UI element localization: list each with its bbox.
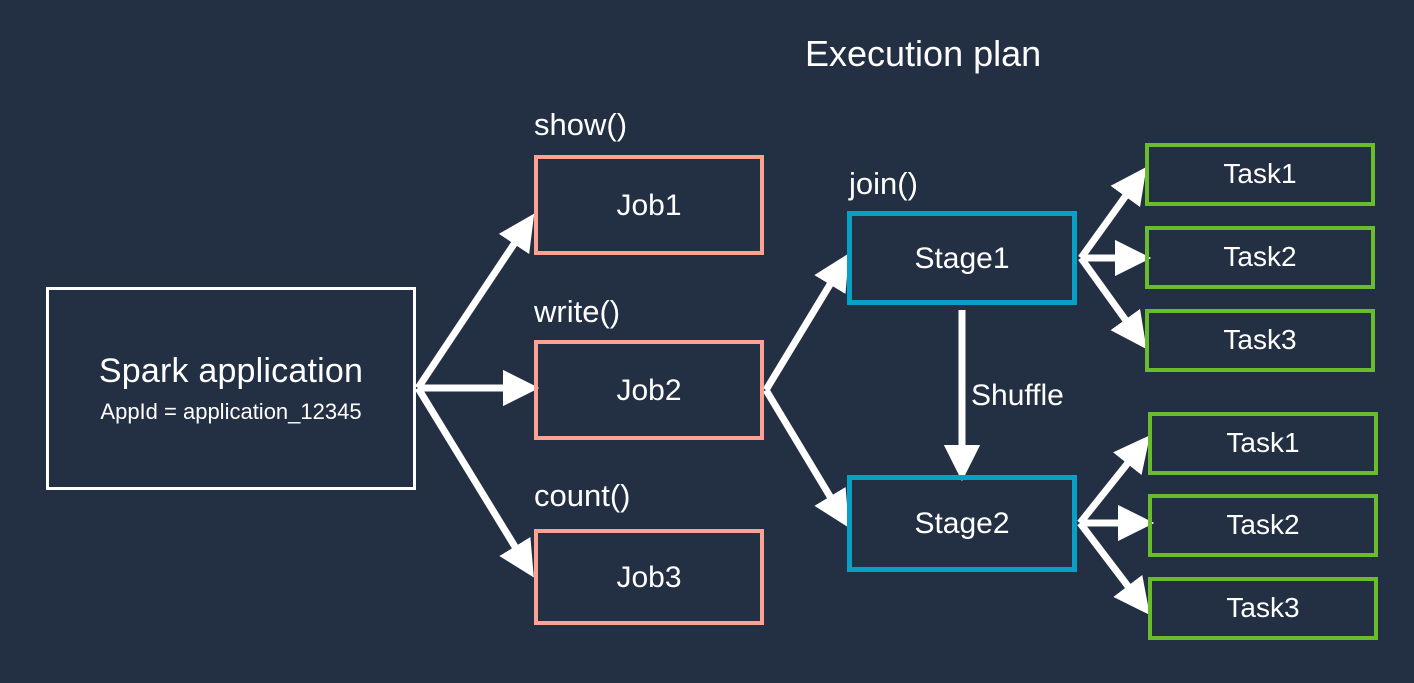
arrow-stage1-to-task1-a	[1078, 166, 1147, 261]
arrow-stage1-to-task3-a	[1078, 255, 1147, 350]
stage1-caption: join()	[849, 166, 918, 201]
job1-box[interactable]: Job1	[534, 155, 764, 255]
job3-box[interactable]: Job3	[534, 529, 764, 625]
arrow-spark-application-to-job1	[415, 213, 535, 390]
arrow-stage2-to-task1-b	[1077, 435, 1150, 526]
job3-caption: count()	[534, 478, 631, 513]
stage2-label: Stage2	[914, 507, 1010, 540]
task-label: Task1	[1226, 427, 1300, 459]
arrow-spark-application-to-job3	[415, 386, 534, 578]
stage1-box[interactable]: Stage1	[847, 211, 1077, 305]
task-box-stage1-task1[interactable]: Task1	[1145, 143, 1375, 206]
application-appid: AppId = application_12345	[100, 399, 362, 425]
task-label: Task1	[1223, 158, 1297, 190]
task-label: Task3	[1223, 324, 1297, 356]
arrow-job2-to-stage2	[763, 388, 849, 528]
job1-label: Job1	[616, 188, 682, 222]
page-title: Execution plan	[805, 33, 1042, 74]
stage1-label: Stage1	[914, 241, 1010, 275]
task-box-stage2-task3[interactable]: Task3	[1148, 577, 1378, 640]
arrow-job2-to-stage1	[763, 253, 849, 392]
job3-label: Job3	[616, 560, 682, 594]
job2-label: Job2	[616, 373, 682, 407]
task-box-stage1-task3[interactable]: Task3	[1145, 309, 1375, 372]
job2-caption: write()	[534, 294, 621, 329]
task-label: Task2	[1223, 241, 1297, 273]
task-label: Task2	[1226, 509, 1300, 541]
task-box-stage2-task1[interactable]: Task1	[1148, 412, 1378, 475]
stage2-box[interactable]: Stage2	[847, 475, 1077, 572]
arrow-stage2-to-task3-b	[1077, 520, 1150, 615]
task-box-stage2-task2[interactable]: Task2	[1148, 494, 1378, 557]
job2-box[interactable]: Job2	[534, 340, 764, 440]
spark-application-box[interactable]: Spark application AppId = application_12…	[46, 287, 416, 490]
job1-caption: show()	[534, 107, 628, 142]
task-label: Task3	[1226, 592, 1300, 624]
shuffle-edge-label: Shuffle	[971, 379, 1064, 412]
task-box-stage1-task2[interactable]: Task2	[1145, 226, 1375, 289]
application-title: Spark application	[98, 351, 364, 390]
